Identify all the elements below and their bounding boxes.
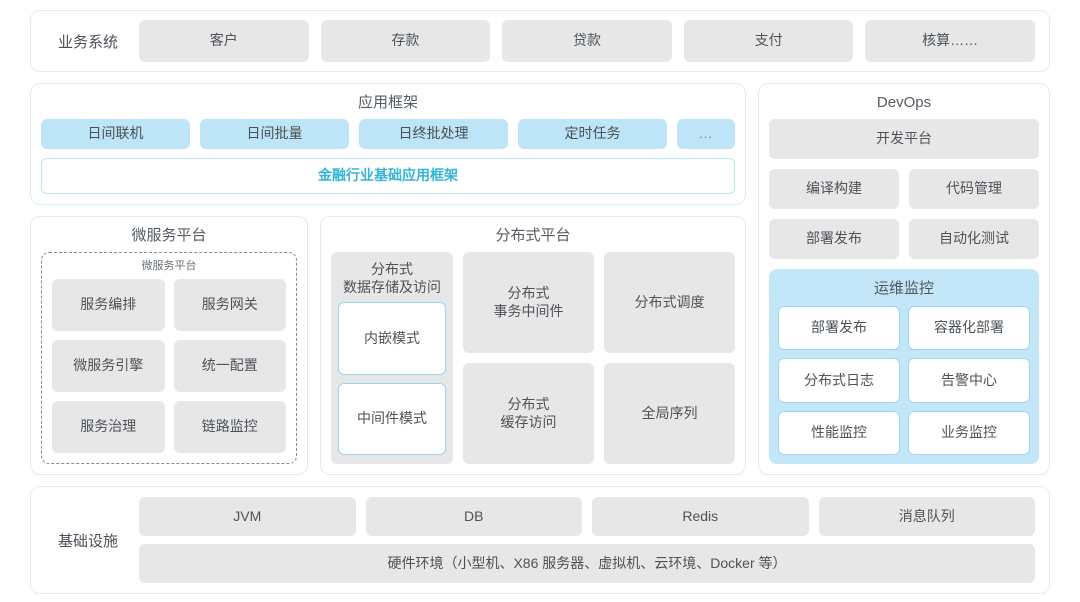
dist-cell-3-line1: 全局序列 (641, 404, 698, 421)
infra-chip-message-queue[interactable]: 消息队列 (818, 497, 1035, 536)
microservice-items-grid: 服务编排 服务网关 微服务引擎 统一配置 服务治理 链路监控 (52, 279, 286, 453)
ops-chip-container-deploy[interactable]: 容器化部署 (908, 306, 1030, 351)
distributed-platform-panel: 分布式平台 分布式 数据存储及访问 内嵌模式 中间件模式 (320, 216, 746, 475)
business-chip-payment[interactable]: 支付 (683, 20, 854, 62)
ms-chip-service-gateway[interactable]: 服务网关 (173, 279, 286, 331)
ops-chip-alert-center[interactable]: 告警中心 (908, 358, 1030, 403)
devops-column: DevOps 开发平台 编译构建 代码管理 部署发布 自动化测试 运维监控 部署… (758, 83, 1050, 475)
app-framework-title: 应用框架 (357, 94, 418, 111)
distributed-platform-body: 分布式 数据存储及访问 内嵌模式 中间件模式 分布式 (331, 252, 735, 464)
infra-chip-redis[interactable]: Redis (592, 497, 809, 536)
app-chip-eod-batch[interactable]: 日终批处理 (359, 119, 508, 149)
distributed-platform-title: 分布式平台 (495, 227, 571, 244)
storage-mode-middleware[interactable]: 中间件模式 (338, 382, 446, 455)
dist-chip-cache-access[interactable]: 分布式 缓存访问 (463, 363, 594, 464)
ops-chip-business-monitor[interactable]: 业务监控 (908, 410, 1030, 455)
ms-chip-unified-config[interactable]: 统一配置 (173, 340, 286, 392)
microservice-platform-inner-title: 微服务平台 (141, 260, 197, 272)
ops-chip-performance-monitor[interactable]: 性能监控 (778, 410, 900, 455)
business-system-section: 业务系统 客户 存款 贷款 支付 核算…… (30, 10, 1050, 72)
devops-title: DevOps (876, 94, 932, 111)
business-chip-loan[interactable]: 贷款 (502, 20, 672, 62)
dist-chip-global-sequence[interactable]: 全局序列 (604, 363, 735, 464)
app-chip-more[interactable]: ... (677, 119, 735, 149)
ops-monitoring-title: 运维监控 (873, 280, 934, 297)
app-chip-daytime-batch[interactable]: 日间批量 (200, 119, 349, 149)
ops-chip-deploy-release[interactable]: 部署发布 (778, 306, 900, 351)
distributed-storage-modes: 内嵌模式 中间件模式 (338, 302, 446, 455)
infra-chip-db[interactable]: DB (365, 497, 582, 536)
dist-cell-1-line1: 分布式调度 (634, 293, 705, 310)
dist-chip-scheduling[interactable]: 分布式调度 (604, 252, 735, 353)
dist-cell-2-line1: 分布式 (507, 396, 550, 412)
distributed-storage-title-line1: 分布式 (371, 261, 413, 277)
business-chip-accounting[interactable]: 核算…… (865, 20, 1035, 62)
distributed-cells-grid: 分布式 事务中间件 分布式调度 分布 (463, 252, 735, 464)
devops-chip-compile-build[interactable]: 编译构建 (769, 169, 899, 209)
dist-cell-2-line2: 缓存访问 (500, 413, 557, 430)
devops-chip-automated-test[interactable]: 自动化测试 (909, 219, 1039, 259)
base-application-framework[interactable]: 金融行业基础应用框架 (41, 158, 735, 194)
business-chip-customer[interactable]: 客户 (139, 20, 309, 62)
app-framework-panel: 应用框架 日间联机 日间批量 日终批处理 定时任务 ... 金融行业基础应用框架 (30, 83, 746, 205)
middle-section: 应用框架 日间联机 日间批量 日终批处理 定时任务 ... 金融行业基础应用框架… (30, 83, 1050, 475)
distributed-storage-title: 分布式 数据存储及访问 (338, 260, 446, 302)
business-system-label: 业务系统 (57, 33, 118, 51)
microservice-platform-panel: 微服务平台 微服务平台 服务编排 服务网关 微服务引擎 统一配置 服务治理 链路… (30, 216, 308, 475)
app-chip-daytime-online[interactable]: 日间联机 (41, 119, 190, 149)
dist-cell-0-line2: 事务中间件 (493, 302, 564, 319)
devops-chip-code-management[interactable]: 代码管理 (909, 169, 1039, 209)
app-framework-chip-row: 日间联机 日间批量 日终批处理 定时任务 ... (41, 119, 735, 149)
devops-chip-dev-platform[interactable]: 开发平台 (769, 119, 1039, 159)
platform-row: 微服务平台 微服务平台 服务编排 服务网关 微服务引擎 统一配置 服务治理 链路… (30, 216, 746, 475)
devops-items-grid: 编译构建 代码管理 部署发布 自动化测试 (769, 169, 1039, 259)
storage-mode-embedded[interactable]: 内嵌模式 (338, 302, 446, 375)
distributed-storage-group[interactable]: 分布式 数据存储及访问 内嵌模式 中间件模式 (331, 252, 453, 464)
ms-chip-service-orchestration[interactable]: 服务编排 (52, 279, 165, 331)
business-chip-deposit[interactable]: 存款 (320, 20, 491, 62)
business-system-chips: 客户 存款 贷款 支付 核算…… (139, 20, 1035, 62)
distributed-storage-title-line2: 数据存储及访问 (343, 279, 441, 296)
microservice-platform-title: 微服务平台 (131, 227, 207, 244)
ms-chip-service-governance[interactable]: 服务治理 (52, 401, 165, 453)
dist-cell-0-line1: 分布式 (507, 285, 550, 301)
dist-chip-transaction-middleware[interactable]: 分布式 事务中间件 (463, 252, 594, 353)
infra-chip-jvm[interactable]: JVM (139, 497, 356, 536)
infra-chip-hardware-environment[interactable]: 硬件环境（小型机、X86 服务器、虚拟机、云环境、Docker 等） (139, 544, 1035, 583)
devops-chip-deploy-release[interactable]: 部署发布 (769, 219, 899, 259)
infrastructure-label: 基础设施 (57, 532, 118, 550)
infrastructure-content: JVM DB Redis 消息队列 硬件环境（小型机、X86 服务器、虚拟机、云… (139, 497, 1035, 583)
infrastructure-section: 基础设施 JVM DB Redis 消息队列 硬件环境（小型机、X86 服务器、… (30, 486, 1050, 594)
middle-left-column: 应用框架 日间联机 日间批量 日终批处理 定时任务 ... 金融行业基础应用框架… (30, 83, 746, 475)
ops-monitoring-grid: 部署发布 容器化部署 分布式日志 告警中心 性能监控 业务监控 (778, 306, 1030, 455)
infrastructure-chip-row: JVM DB Redis 消息队列 (139, 497, 1035, 536)
devops-panel: DevOps 开发平台 编译构建 代码管理 部署发布 自动化测试 运维监控 部署… (758, 83, 1050, 475)
ops-monitoring-box: 运维监控 部署发布 容器化部署 分布式日志 告警中心 性能监控 业务监控 (769, 269, 1039, 464)
ms-chip-microservice-engine[interactable]: 微服务引擎 (52, 340, 165, 392)
app-chip-scheduled-task[interactable]: 定时任务 (518, 119, 667, 149)
ops-chip-distributed-log[interactable]: 分布式日志 (778, 358, 900, 403)
microservice-platform-inner-box: 微服务平台 服务编排 服务网关 微服务引擎 统一配置 服务治理 链路监控 (41, 252, 297, 464)
infrastructure-hardware-row: 硬件环境（小型机、X86 服务器、虚拟机、云环境、Docker 等） (139, 544, 1035, 583)
ms-chip-trace-monitoring[interactable]: 链路监控 (173, 401, 286, 453)
